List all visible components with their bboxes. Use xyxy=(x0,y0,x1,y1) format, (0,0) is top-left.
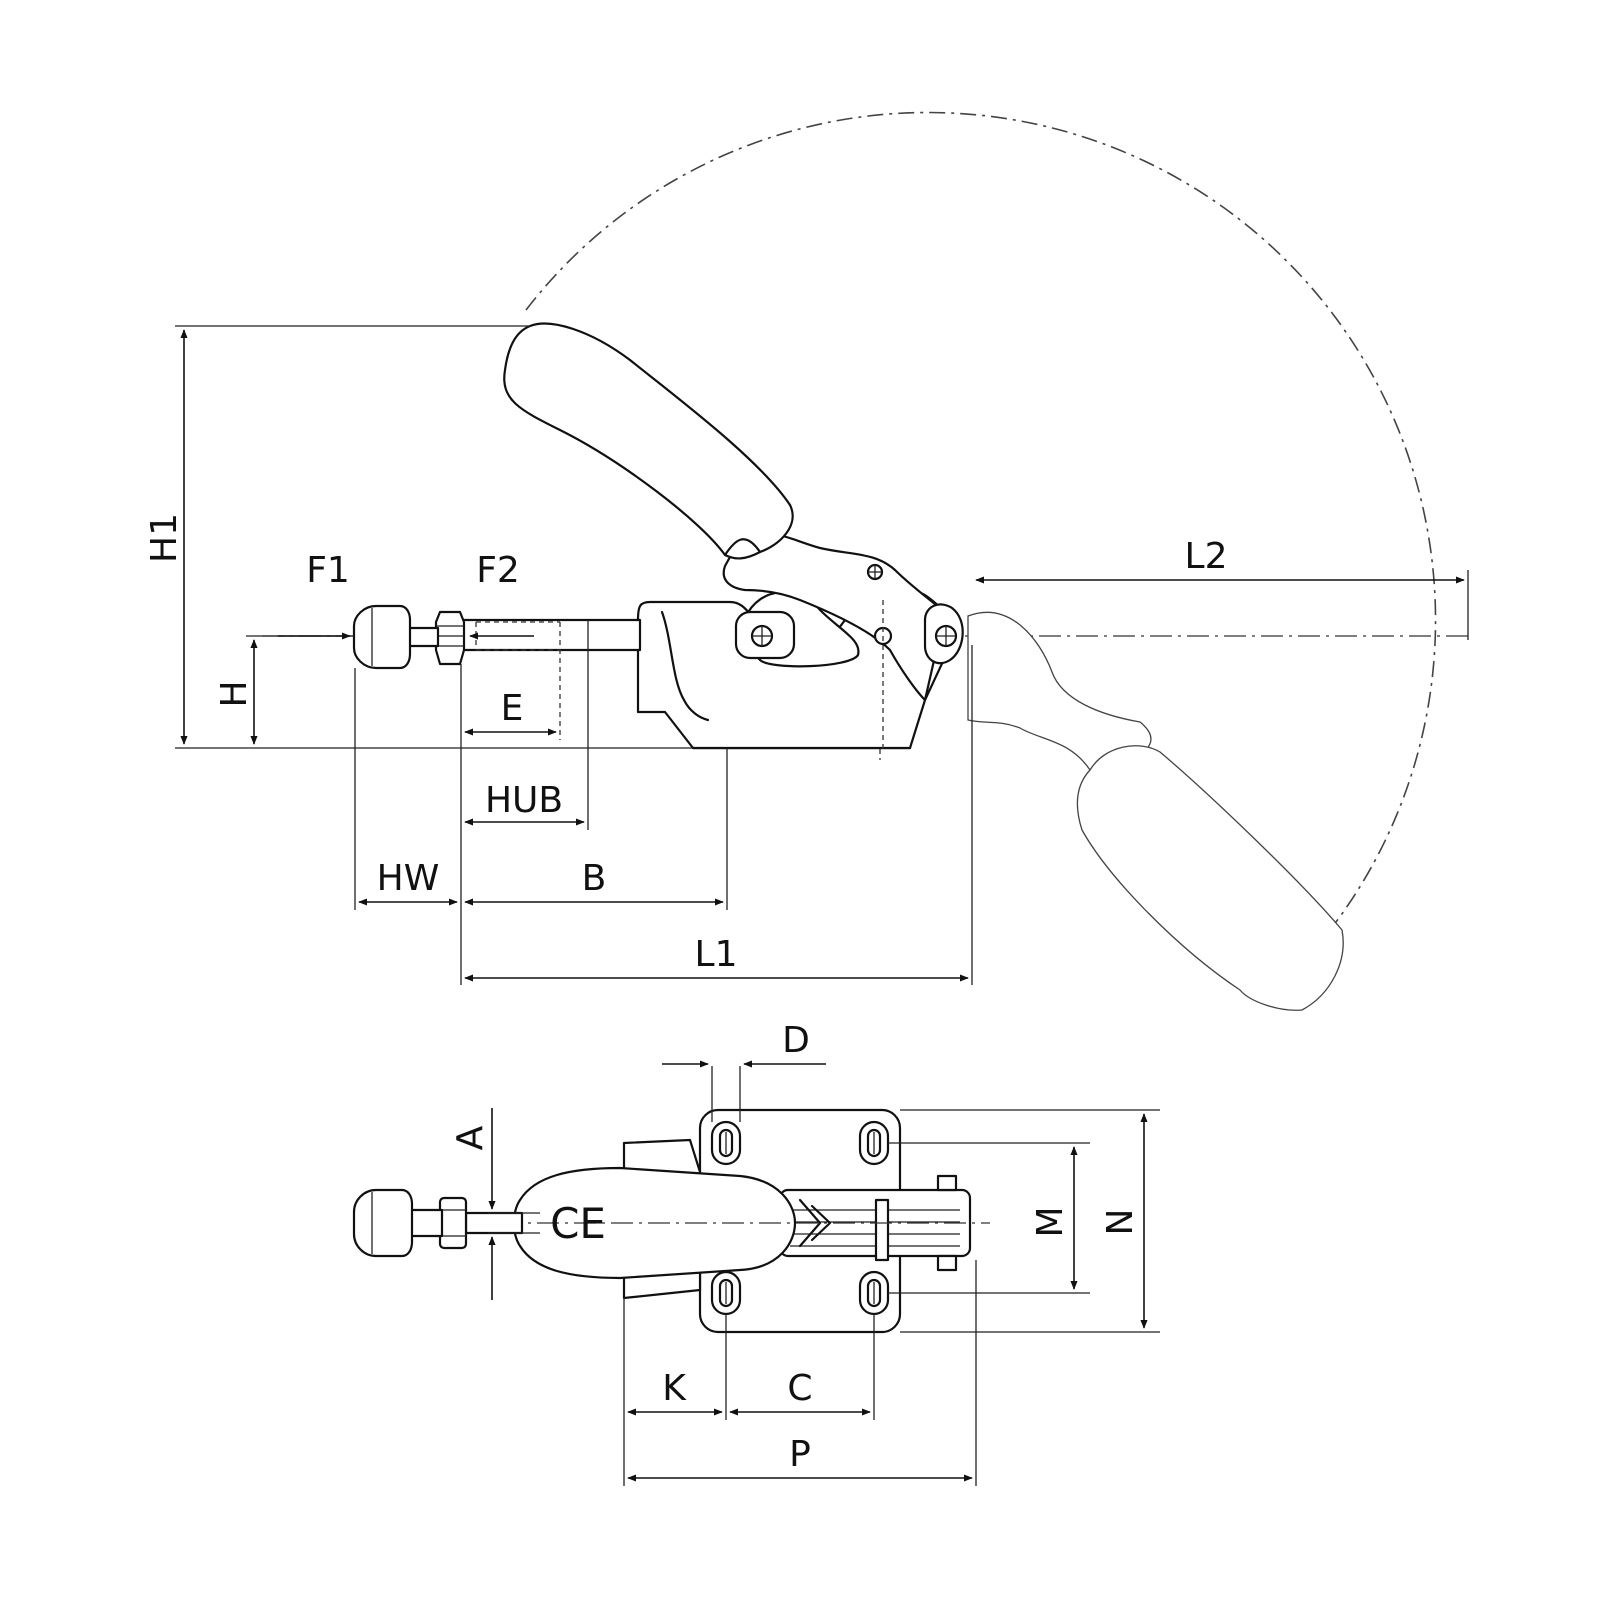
dim-P-label: P xyxy=(789,1434,811,1475)
side-view-dimensions: H1 H F1 F2 E HUB HW B L1 L2 xyxy=(144,325,1469,985)
dim-L2-label: L2 xyxy=(1185,536,1228,577)
dim-F2-label: F2 xyxy=(476,550,520,591)
dim-H1-label: H1 xyxy=(144,513,185,563)
handle-swing-arc xyxy=(525,111,1437,931)
dim-HW-label: HW xyxy=(377,858,440,899)
top-view-dimensions: D A M N K C P xyxy=(450,1020,1160,1486)
dim-H-label: H xyxy=(214,680,255,707)
top-pressure-cap xyxy=(352,1188,414,1258)
dim-B-label: B xyxy=(582,858,607,899)
mounting-slots xyxy=(710,1120,890,1316)
ghost-handle-open xyxy=(967,611,1344,1011)
dim-E-label: E xyxy=(501,688,524,729)
plunger-rod xyxy=(450,618,642,652)
dim-A-label: A xyxy=(450,1125,491,1150)
dim-N-label: N xyxy=(1100,1209,1141,1236)
top-hex-nut xyxy=(438,1196,468,1250)
handle-lever xyxy=(722,532,947,702)
ce-marking: CE xyxy=(550,1199,606,1248)
dim-L1-label: L1 xyxy=(695,934,738,975)
top-view: CE xyxy=(352,1108,990,1334)
hex-nut xyxy=(434,610,466,666)
dim-M-label: M xyxy=(1030,1206,1071,1237)
dim-HUB-label: HUB xyxy=(485,780,563,821)
dim-F1-label: F1 xyxy=(306,550,350,591)
dim-K-label: K xyxy=(662,1368,687,1409)
dim-D-label: D xyxy=(782,1020,810,1061)
side-view xyxy=(262,111,1468,1011)
handle-grip xyxy=(503,322,794,560)
pressure-cap xyxy=(352,604,412,670)
dim-C-label: C xyxy=(787,1368,812,1409)
